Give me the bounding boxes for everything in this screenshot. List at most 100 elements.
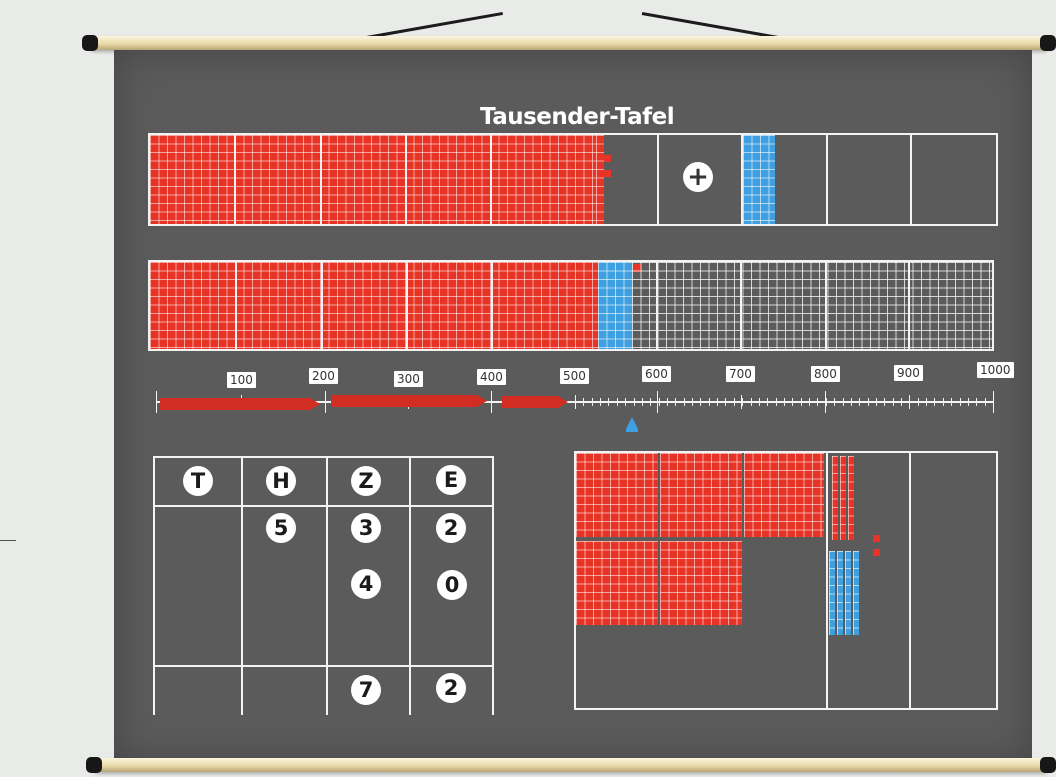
divider [406, 262, 408, 349]
table-border [153, 505, 494, 507]
marker-base [626, 429, 638, 432]
minor-tick [801, 398, 802, 406]
table-border [153, 665, 494, 667]
scale-label-300: 300 [394, 371, 423, 387]
red-hundred-block [576, 453, 658, 537]
tick [325, 391, 326, 413]
red-hundreds-top [150, 135, 596, 224]
arrow-icon [558, 396, 568, 408]
divider [740, 262, 742, 349]
minor-tick [742, 398, 743, 406]
red-hundreds-bottom [150, 262, 598, 349]
minor-tick [692, 398, 693, 406]
red-tens-top [596, 135, 604, 224]
divider [321, 262, 323, 349]
rod-cap-left [86, 757, 102, 773]
unit-square [604, 170, 611, 177]
minor-tick [809, 398, 810, 406]
empty-grid-bottom [632, 262, 992, 349]
minor-tick [901, 398, 902, 406]
blue-ten-rod [837, 551, 843, 635]
divider [656, 262, 658, 349]
table-border [153, 456, 494, 458]
minor-tick [625, 398, 626, 406]
minor-tick [909, 398, 910, 406]
red-arrow-300 [331, 395, 477, 407]
minor-tick [667, 398, 668, 406]
header-thousands: T [183, 466, 213, 496]
tick [491, 391, 492, 413]
tick [993, 391, 994, 413]
scale-label-900: 900 [894, 365, 923, 381]
red-hundred-block [660, 453, 742, 537]
divider [826, 135, 828, 224]
plus-icon: + [683, 162, 713, 192]
divider [234, 135, 236, 224]
scale-label-700: 700 [726, 366, 755, 382]
minor-tick [859, 398, 860, 406]
minor-tick [951, 398, 952, 406]
bottom-rod [92, 758, 1050, 772]
top-rod [88, 36, 1050, 50]
scale-label-500: 500 [560, 368, 589, 384]
divider [491, 262, 493, 349]
minor-tick [851, 398, 852, 406]
poster-title: Tausender-Tafel [480, 104, 680, 130]
minor-tick [876, 398, 877, 406]
digit-disc: 0 [437, 570, 467, 600]
divider [826, 453, 828, 708]
unit-square [604, 155, 611, 162]
arrow-icon [477, 395, 487, 407]
divider [909, 453, 911, 708]
minor-tick [843, 398, 844, 406]
minor-tick [784, 398, 785, 406]
table-border [326, 456, 328, 715]
unit-square [873, 549, 880, 556]
divider [405, 135, 407, 224]
minor-tick [884, 398, 885, 406]
rod-cap-right [1040, 35, 1056, 51]
minor-tick [675, 398, 676, 406]
minor-tick [960, 398, 961, 406]
minor-tick [792, 398, 793, 406]
table-border [153, 456, 155, 715]
digit-disc: 2 [436, 673, 466, 703]
table-border [492, 456, 494, 715]
minor-tick [583, 398, 584, 406]
minor-tick [767, 398, 768, 406]
rod-cap-right [1040, 757, 1056, 773]
minor-tick [826, 398, 827, 406]
minor-tick [717, 398, 718, 406]
marker-icon [626, 417, 638, 429]
minor-tick [893, 398, 894, 406]
tick [156, 391, 157, 413]
minor-tick [943, 398, 944, 406]
scale-label-100: 100 [227, 372, 256, 388]
minor-tick [868, 398, 869, 406]
minor-tick [817, 398, 818, 406]
minor-tick [751, 398, 752, 406]
minor-tick [684, 398, 685, 406]
red-ten-rod [840, 456, 846, 540]
divider [320, 135, 322, 224]
red-ten-rod [848, 456, 854, 540]
digit-disc: 2 [436, 513, 466, 543]
scale-label-200: 200 [309, 368, 338, 384]
arrow-icon [310, 398, 320, 410]
minor-tick [700, 398, 701, 406]
red-hundred-block [576, 541, 658, 625]
wall-edge [0, 540, 16, 541]
blue-ten-rod [829, 551, 835, 635]
minor-tick [776, 398, 777, 406]
divider [908, 262, 910, 349]
minor-tick [985, 398, 986, 406]
minor-tick [634, 398, 635, 406]
red-ten-rod [832, 456, 838, 540]
digit-disc: 4 [351, 569, 381, 599]
minor-tick [709, 398, 710, 406]
divider [825, 262, 827, 349]
table-border [241, 456, 243, 715]
minor-tick [918, 398, 919, 406]
minor-tick [725, 398, 726, 406]
divider [657, 135, 659, 224]
